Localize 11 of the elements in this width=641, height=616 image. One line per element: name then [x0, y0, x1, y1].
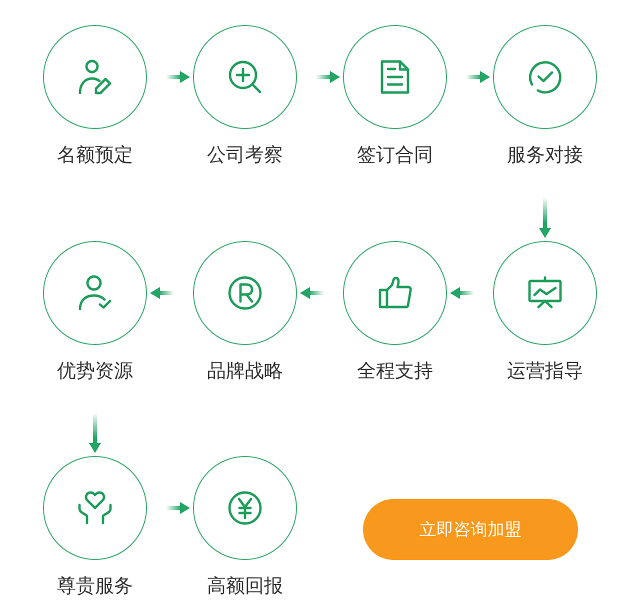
step-label: 高额回报: [207, 576, 283, 598]
step-label: 服务对接: [507, 145, 583, 167]
step-label: 运营指导: [507, 361, 583, 383]
step-label: 优势资源: [57, 361, 133, 383]
step-label: 公司考察: [207, 145, 283, 167]
join-consult-button: 立即咨询加盟: [363, 499, 578, 560]
step-label: 名额预定: [57, 145, 133, 167]
step-label: 全程支持: [357, 361, 433, 383]
step-label: 尊贵服务: [57, 576, 133, 598]
step-label: 签订合同: [357, 145, 433, 167]
step-label: 品牌战略: [207, 361, 283, 383]
